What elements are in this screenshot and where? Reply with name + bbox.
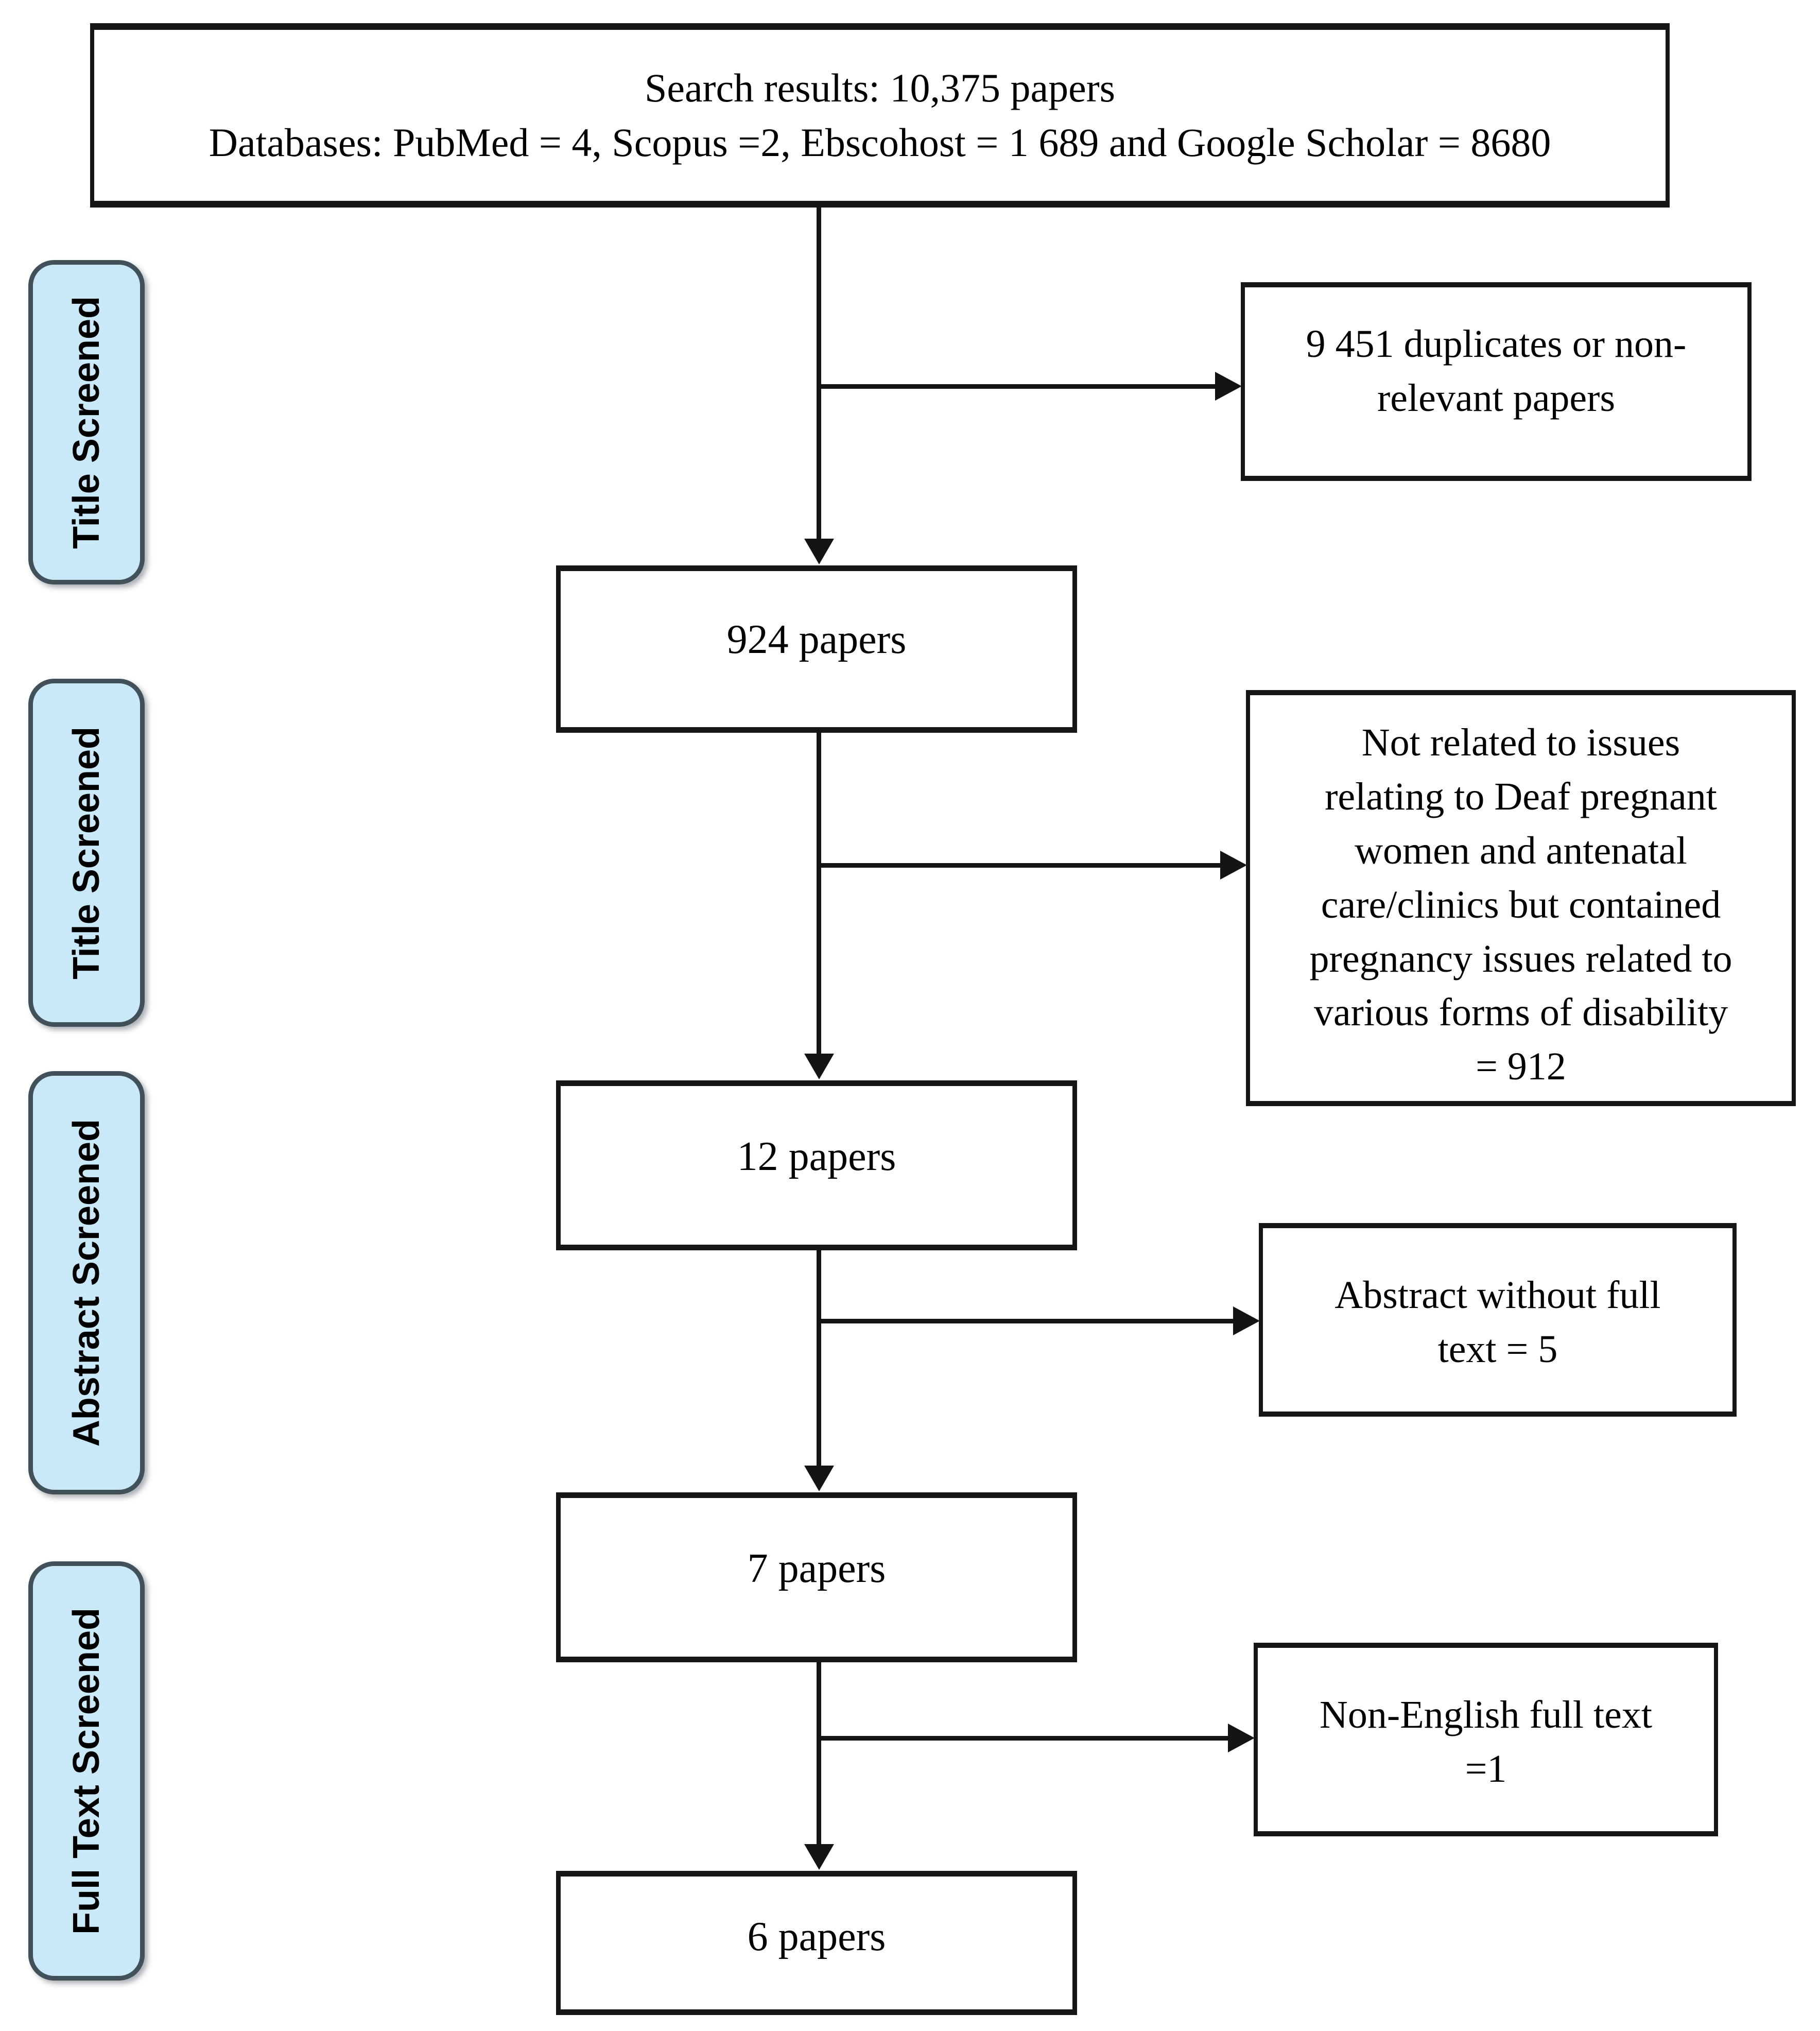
arrow-right-icon xyxy=(1215,372,1242,401)
stage-label-text: Title Screened xyxy=(66,296,107,549)
arrow-right-icon xyxy=(1228,1724,1255,1752)
exclusion-line: relating to Deaf pregnant xyxy=(1325,774,1717,818)
flow-box-label: 6 papers xyxy=(747,1914,886,1959)
exclusion-box-not-related: Not related to issues relating to Deaf p… xyxy=(1246,690,1796,1106)
connector-line-12-to-7 xyxy=(817,1250,821,1468)
exclusion-line: care/clinics but contained xyxy=(1321,883,1721,926)
flow-box-7-papers: 7 papers xyxy=(556,1492,1077,1662)
flow-box-924-papers: 924 papers xyxy=(556,565,1077,733)
exclusion-line: = 912 xyxy=(1476,1045,1566,1089)
branch-line-to-not-related xyxy=(819,863,1221,868)
exclusion-line: pregnancy issues related to xyxy=(1309,937,1732,980)
arrow-down-icon xyxy=(804,1844,834,1870)
arrow-right-icon xyxy=(1220,851,1247,880)
arrow-down-icon xyxy=(804,539,834,564)
exclusion-line: relevant papers xyxy=(1377,376,1616,420)
stage-label-text: Full Text Screened xyxy=(66,1607,107,1935)
arrow-down-icon xyxy=(804,1466,834,1491)
exclusion-line: =1 xyxy=(1465,1747,1507,1791)
exclusion-line: Non-English full text xyxy=(1320,1693,1652,1736)
exclusion-line: Not related to issues xyxy=(1361,721,1680,764)
flow-box-label: 12 papers xyxy=(737,1134,896,1179)
flow-box-label: 924 papers xyxy=(726,617,907,662)
arrow-right-icon xyxy=(1233,1306,1260,1335)
stage-label-abstract-screened: Abstract Screened xyxy=(28,1071,145,1494)
exclusion-line: text = 5 xyxy=(1437,1327,1558,1371)
flow-box-6-papers: 6 papers xyxy=(556,1871,1077,2015)
exclusion-line: 9 451 duplicates or non- xyxy=(1306,322,1687,366)
branch-line-to-abstract-without-full-text xyxy=(819,1319,1234,1323)
flow-box-label: 7 papers xyxy=(747,1546,886,1591)
stage-label-full-text-screened: Full Text Screened xyxy=(28,1561,145,1981)
stage-label-text: Title Screened xyxy=(66,726,107,979)
connector-line-top-to-924 xyxy=(817,208,821,541)
stage-label-title-screened-2: Title Screened xyxy=(28,679,145,1027)
exclusion-line: various forms of disability xyxy=(1313,991,1728,1035)
exclusion-box-duplicates: 9 451 duplicates or non- relevant papers xyxy=(1241,282,1752,481)
exclusion-line: Abstract without full xyxy=(1334,1273,1661,1317)
stage-label-text: Abstract Screened xyxy=(66,1118,107,1447)
search-results-line-2: Databases: PubMed = 4, Scopus =2, Ebscoh… xyxy=(209,120,1551,165)
branch-line-to-duplicates xyxy=(819,384,1216,389)
arrow-down-icon xyxy=(804,1054,834,1079)
exclusion-box-abstract-without-full-text: Abstract without full text = 5 xyxy=(1259,1223,1737,1417)
exclusion-line: women and antenatal xyxy=(1355,829,1687,872)
stage-label-title-screened-1: Title Screened xyxy=(28,260,145,584)
exclusion-box-non-english: Non-English full text =1 xyxy=(1254,1643,1718,1836)
connector-line-924-to-12 xyxy=(817,733,821,1056)
branch-line-to-non-english xyxy=(819,1736,1229,1741)
search-results-box: Search results: 10,375 papers Databases:… xyxy=(90,23,1670,208)
search-results-line-1: Search results: 10,375 papers xyxy=(644,65,1116,110)
connector-line-7-to-6 xyxy=(817,1662,821,1846)
flow-box-12-papers: 12 papers xyxy=(556,1080,1077,1250)
